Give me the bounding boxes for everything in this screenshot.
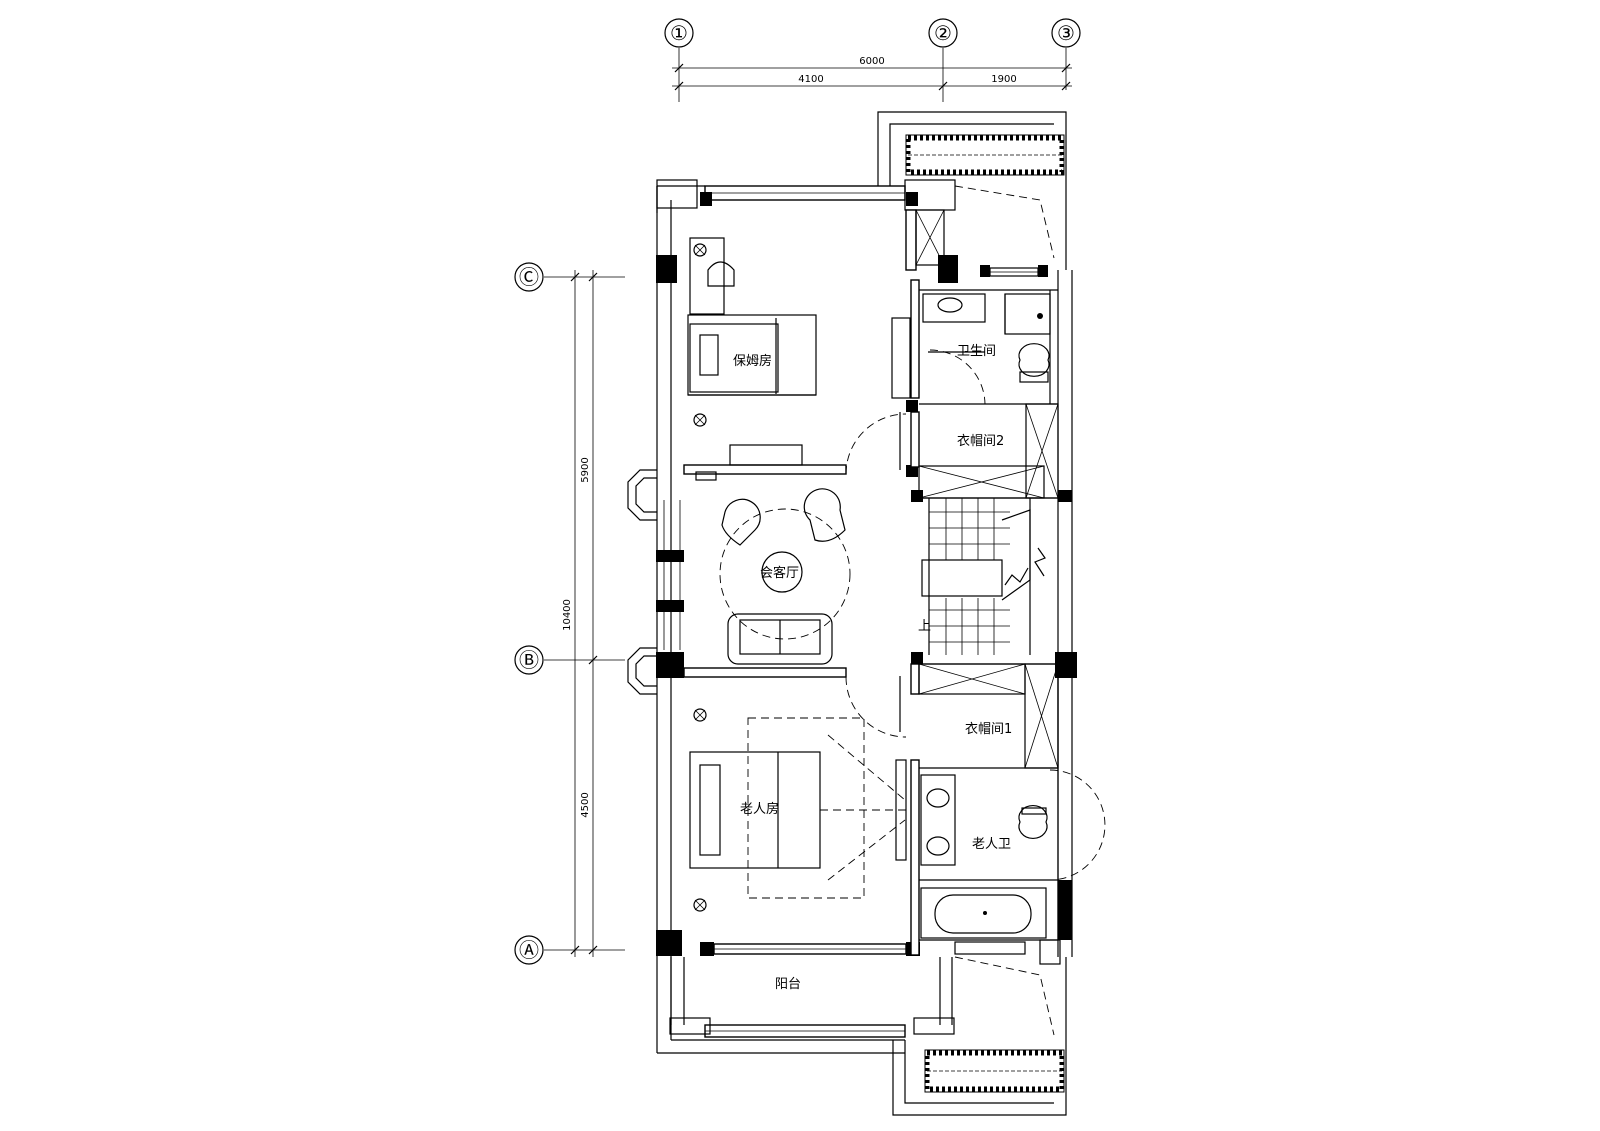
room-label-closet-2: 衣帽间2: [957, 433, 1004, 449]
terrace-hatch-top: [905, 134, 1065, 176]
axis-label-c: Ⓒ: [519, 265, 539, 289]
axis-bubble-2: ②: [928, 18, 958, 48]
stairs: [921, 498, 1046, 655]
dim-left-lower: 4500: [580, 792, 591, 817]
dim-top-left: 4100: [798, 74, 823, 85]
axis-bubble-c: Ⓒ: [514, 262, 544, 292]
axis-label-a: Ⓐ: [519, 938, 539, 962]
axis-label-3: ③: [1057, 21, 1075, 45]
dim-top-total: 6000: [859, 56, 884, 67]
axis-label-1: ①: [670, 21, 688, 45]
stair-up-label: 上: [918, 619, 931, 634]
axis-label-b: Ⓑ: [519, 648, 539, 672]
dim-left-total: 10400: [562, 599, 573, 631]
upper-door-box: [915, 209, 945, 266]
axis-bubble-3: ③: [1051, 18, 1081, 48]
terrace-dashed-lines: [954, 185, 1055, 1036]
top-axis-lines: [678, 48, 1067, 102]
axis-label-2: ②: [934, 21, 952, 45]
room-label-elder: 老人房: [740, 801, 779, 817]
elder-room-furniture: [689, 708, 910, 912]
elder-room-bottom-window: [713, 939, 1061, 965]
corner-boxes: [656, 179, 956, 1035]
axis-bubble-1: ①: [664, 18, 694, 48]
room-label-balcony: 阳台: [775, 977, 801, 992]
left-pilasters: [627, 469, 681, 695]
dim-left-upper: 5900: [580, 457, 591, 482]
lounge-furniture: [719, 488, 907, 738]
closet2-fixtures: [918, 403, 1059, 499]
interior-walls: [683, 209, 1059, 956]
terrace-hatch-bottom: [924, 1049, 1065, 1093]
room-label-bath-1: 卫生间: [957, 344, 996, 359]
left-axis-lines: [544, 270, 625, 957]
top-dimension-lines: [672, 63, 1072, 91]
closet1-fixtures: [918, 663, 1059, 769]
axis-bubble-b: Ⓑ: [514, 645, 544, 675]
bath-top-window: [989, 267, 1039, 277]
guest-room-door: [845, 412, 907, 475]
axis-bubble-a: Ⓐ: [514, 935, 544, 965]
room-label-guest: 保姆房: [733, 353, 772, 369]
elder-bath-fixtures: [920, 769, 1106, 939]
room-label-elder-bath: 老人卫: [972, 837, 1011, 852]
structural-columns: [656, 192, 1077, 956]
room-label-closet-1: 衣帽间1: [965, 721, 1012, 737]
room-label-lounge: 会客厅: [760, 565, 799, 581]
bath1-fixtures: [891, 293, 1051, 405]
guest-room-furniture: [687, 237, 817, 466]
dim-top-right: 1900: [991, 74, 1016, 85]
